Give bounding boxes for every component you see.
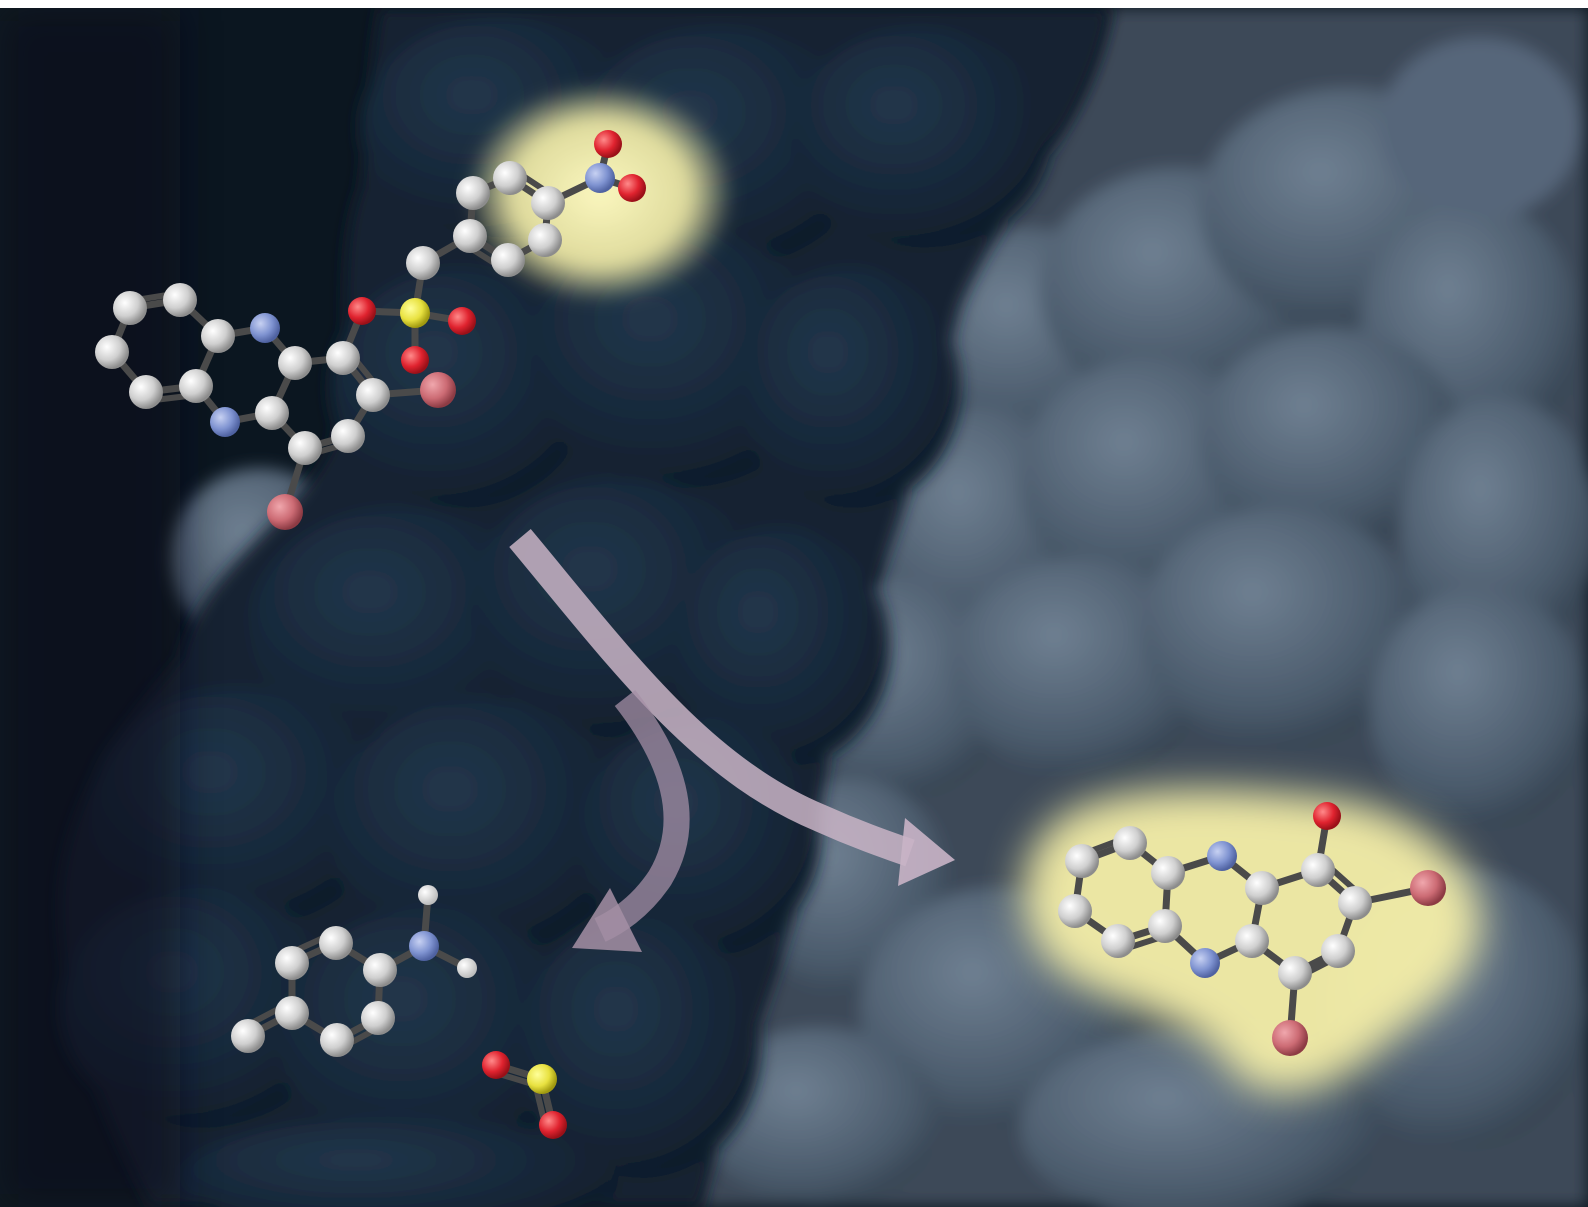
carbon-atom — [491, 243, 525, 277]
carbon-atom — [406, 246, 440, 280]
carbon-atom — [129, 375, 163, 409]
oxygen-atom — [539, 1111, 567, 1139]
carbon-atom — [361, 1001, 395, 1035]
oxygen-atom — [482, 1051, 510, 1079]
oxygen-atom — [594, 130, 622, 158]
carbon-atom — [319, 926, 353, 960]
arrow-to-fluorescent-product — [509, 529, 955, 886]
halogen-atom — [1410, 870, 1446, 906]
halogen-atom — [420, 372, 456, 408]
nitrogen-atom — [210, 407, 240, 437]
carbon-atom — [453, 219, 487, 253]
carbon-atom — [179, 369, 213, 403]
oxygen-atom — [348, 297, 376, 325]
oxygen-atom — [401, 346, 429, 374]
carbon-atom — [331, 419, 365, 453]
sulfur-atom — [400, 298, 430, 328]
hydrogen-atom — [418, 885, 438, 905]
oxygen-atom — [448, 307, 476, 335]
carbon-atom — [231, 1019, 265, 1053]
carbon-atom — [456, 176, 490, 210]
carbon-atom — [1245, 871, 1279, 905]
halogen-atom — [1272, 1020, 1308, 1056]
carbon-atom — [356, 378, 390, 412]
carbon-atom — [1235, 924, 1269, 958]
carbon-atom — [278, 346, 312, 380]
carbon-atom — [320, 1023, 354, 1057]
carbon-atom — [1113, 826, 1147, 860]
molecules-layer — [95, 130, 1446, 1139]
carbon-atom — [163, 283, 197, 317]
protein-surface-scene — [0, 8, 1588, 1207]
substrate-sulfonate-ester — [95, 130, 646, 530]
carbon-atom — [1321, 934, 1355, 968]
hydrogen-atom — [457, 958, 477, 978]
arrow-to-fragments — [572, 689, 690, 952]
carbon-atom — [531, 186, 565, 220]
carbon-atom — [1278, 956, 1312, 990]
oxygen-atom — [618, 174, 646, 202]
carbon-atom — [275, 996, 309, 1030]
nitrogen-atom — [250, 313, 280, 343]
carbon-atom — [1151, 856, 1185, 890]
nitrogen-atom — [585, 163, 615, 193]
aniline-fragment — [231, 885, 477, 1057]
nitrogen-atom — [1190, 948, 1220, 978]
carbon-atom — [1148, 909, 1182, 943]
carbon-atom — [1101, 924, 1135, 958]
carbon-atom — [493, 161, 527, 195]
carbon-atom — [1058, 894, 1092, 928]
carbon-atom — [363, 953, 397, 987]
carbon-atom — [326, 341, 360, 375]
carbon-atom — [255, 396, 289, 430]
carbon-atom — [288, 431, 322, 465]
carbon-atom — [201, 319, 235, 353]
carbon-atom — [1065, 844, 1099, 878]
carbon-atom — [95, 335, 129, 369]
nitrogen-atom — [409, 931, 439, 961]
carbon-atom — [275, 946, 309, 980]
halogen-atom — [267, 494, 303, 530]
oxygen-atom — [1313, 802, 1341, 830]
carbon-atom — [1301, 853, 1335, 887]
sulfur-atom — [527, 1064, 557, 1094]
carbon-atom — [528, 223, 562, 257]
nitrogen-atom — [1207, 841, 1237, 871]
sulfur-dioxide-fragment — [482, 1051, 567, 1139]
carbon-atom — [1338, 886, 1372, 920]
fluorescent-acridone-product — [1058, 802, 1446, 1056]
carbon-atom — [113, 291, 147, 325]
